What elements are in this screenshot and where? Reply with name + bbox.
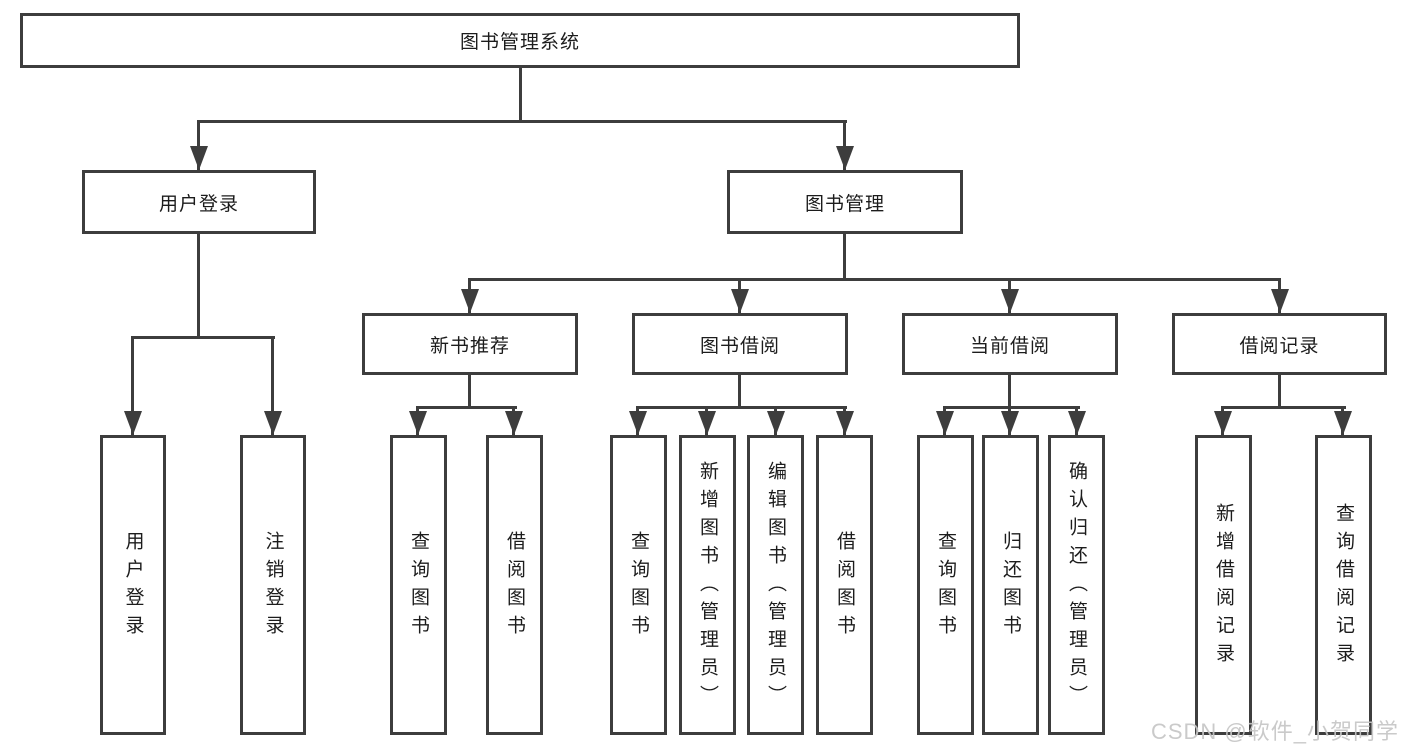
arrowhead-down-icon	[836, 146, 854, 170]
node-borrow-records: 借阅记录	[1172, 313, 1387, 375]
arrowhead-down-icon	[1068, 411, 1086, 435]
leaf-confirm-return-admin: 确认归还（管理员）	[1048, 435, 1105, 735]
node-book-management: 图书管理	[727, 170, 963, 234]
arrowhead-down-icon	[767, 411, 785, 435]
connector-vline	[131, 336, 134, 435]
connector-hline	[636, 406, 847, 409]
connector-vline	[197, 234, 200, 339]
connector-hline	[197, 120, 847, 123]
arrowhead-down-icon	[461, 289, 479, 313]
arrowhead-down-icon	[629, 411, 647, 435]
connector-hline	[131, 336, 275, 339]
connector-vline	[197, 120, 200, 170]
arrowhead-down-icon	[1001, 411, 1019, 435]
node-user-login: 用户登录	[82, 170, 316, 234]
connector-vline	[738, 375, 741, 409]
csdn-watermark: CSDN @软件_小贺同学	[1150, 719, 1399, 744]
node-root: 图书管理系统	[20, 13, 1020, 68]
leaf-query-borrow-record: 查询借阅记录	[1315, 435, 1372, 735]
arrowhead-down-icon	[1001, 289, 1019, 313]
node-book-borrow: 图书借阅	[632, 313, 848, 375]
leaf-user-login: 用户登录	[100, 435, 166, 735]
leaf-logout: 注销登录	[240, 435, 306, 735]
leaf-borrow-books-recommend: 借阅图书	[486, 435, 543, 735]
connector-hline	[416, 406, 517, 409]
arrowhead-down-icon	[1334, 411, 1352, 435]
connector-vline	[519, 68, 522, 123]
node-current-borrow: 当前借阅	[902, 313, 1118, 375]
leaf-add-borrow-record: 新增借阅记录	[1195, 435, 1252, 735]
arrowhead-down-icon	[698, 411, 716, 435]
connector-hline	[1221, 406, 1346, 409]
arrowhead-down-icon	[936, 411, 954, 435]
connector-vline	[843, 120, 846, 170]
connector-vline	[1278, 375, 1281, 409]
arrowhead-down-icon	[731, 289, 749, 313]
node-new-book-recommend: 新书推荐	[362, 313, 578, 375]
arrowhead-down-icon	[1271, 289, 1289, 313]
arrowhead-down-icon	[836, 411, 854, 435]
leaf-query-books-borrow: 查询图书	[610, 435, 667, 735]
connector-vline	[468, 375, 471, 409]
leaf-query-books-recommend: 查询图书	[390, 435, 447, 735]
arrowhead-down-icon	[409, 411, 427, 435]
arrowhead-down-icon	[264, 411, 282, 435]
connector-vline	[1008, 375, 1011, 409]
arrowhead-down-icon	[190, 146, 208, 170]
connector-vline	[271, 336, 274, 435]
leaf-borrow-books-borrow: 借阅图书	[816, 435, 873, 735]
leaf-return-book: 归还图书	[982, 435, 1039, 735]
leaf-add-book-admin: 新增图书（管理员）	[679, 435, 736, 735]
arrowhead-down-icon	[505, 411, 523, 435]
arrowhead-down-icon	[1214, 411, 1232, 435]
connector-hline	[943, 406, 1080, 409]
connector-vline	[843, 234, 846, 281]
connector-hline	[468, 278, 1281, 281]
leaf-query-books-current: 查询图书	[917, 435, 974, 735]
leaf-edit-book-admin: 编辑图书（管理员）	[747, 435, 804, 735]
arrowhead-down-icon	[124, 411, 142, 435]
